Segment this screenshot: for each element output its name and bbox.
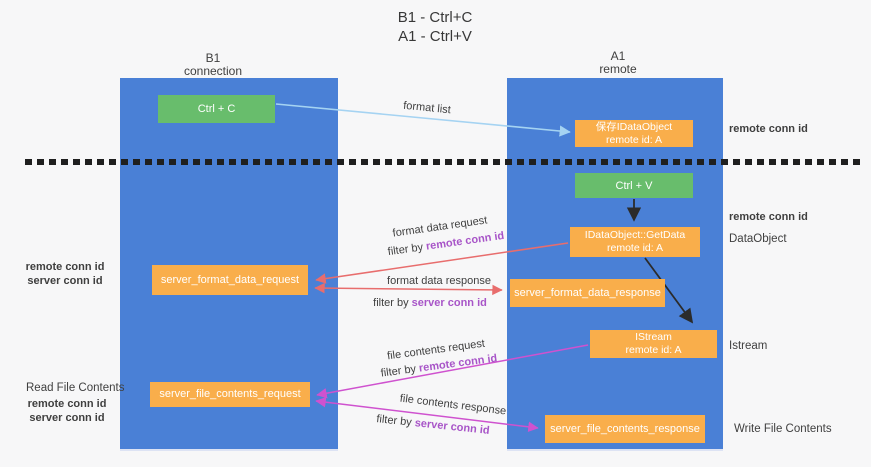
remote-conn-id-text: remote conn id xyxy=(25,261,105,273)
left-conn-id-annotation-bottom: remote conn id server conn id xyxy=(22,397,112,425)
phase-separator-dashed-line xyxy=(25,159,863,165)
save-dataobject-node: 保存IDataObject remote id: A xyxy=(575,120,693,147)
getdata-remote-id: remote id: A xyxy=(606,242,664,254)
server-file-contents-request-node: server_file_contents_request xyxy=(150,382,310,407)
server-format-data-response-label: server_format_data_response xyxy=(514,286,661,299)
dataobject-annotation: DataObject xyxy=(729,233,787,245)
lane-b1-role: connection xyxy=(183,64,243,78)
server-file-contents-response-node: server_file_contents_response xyxy=(545,415,705,443)
read-file-contents-annotation: Read File Contents xyxy=(26,382,125,394)
lane-a1-role: remote xyxy=(599,62,637,76)
remote-conn-id-annotation-mid: remote conn id xyxy=(729,211,808,223)
filter-by-server-conn-id-label-2: filter by server conn id xyxy=(358,411,508,439)
istream-remote-id: remote id: A xyxy=(625,344,682,356)
filter-by-text: filter by xyxy=(380,362,420,380)
lane-a1-name: A1 xyxy=(610,49,626,63)
write-file-contents-annotation: Write File Contents xyxy=(734,423,832,435)
istream-annotation: Istream xyxy=(729,340,768,352)
server-format-data-response-node: server_format_data_response xyxy=(510,279,665,307)
filter-by-server-conn-id-label-1: filter by server conn id xyxy=(355,297,505,309)
server-file-contents-response-label: server_file_contents_response xyxy=(550,422,700,435)
remote-conn-id-annotation-top: remote conn id xyxy=(729,123,808,135)
server-conn-id-text: server conn id xyxy=(414,417,491,437)
getdata-node: IDataObject::GetData remote id: A xyxy=(570,227,700,257)
ctrl-c-label: Ctrl + C xyxy=(197,103,236,115)
server-conn-id-text: server conn id xyxy=(27,275,103,287)
remote-conn-id-text: remote conn id xyxy=(27,398,107,410)
server-conn-id-text: server conn id xyxy=(411,297,487,309)
format-data-response-arrow xyxy=(314,282,503,296)
server-conn-id-text: server conn id xyxy=(29,412,105,424)
lane-header-b1: B1 connection xyxy=(160,52,266,78)
title-line-1: B1 - Ctrl+C xyxy=(397,9,473,26)
ctrl-v-label: Ctrl + V xyxy=(615,179,653,192)
lane-b1-name: B1 xyxy=(205,51,221,65)
getdata-title: IDataObject::GetData xyxy=(584,229,686,241)
server-format-data-request-label: server_format_data_request xyxy=(160,273,300,286)
istream-node: IStream remote id: A xyxy=(590,330,717,358)
save-dataobject-title: 保存IDataObject xyxy=(595,120,673,133)
filter-by-text: filter by xyxy=(373,297,412,309)
save-dataobject-remote-id: remote id: A xyxy=(605,133,663,146)
istream-title: IStream xyxy=(635,331,672,343)
left-conn-id-annotation-mid: remote conn id server conn id xyxy=(20,260,110,288)
diagram-title: B1 - Ctrl+C A1 - Ctrl+V xyxy=(300,8,570,46)
server-format-data-request-node: server_format_data_request xyxy=(152,265,308,295)
lane-header-a1: A1 remote xyxy=(565,50,671,76)
format-data-response-label: format data response xyxy=(387,275,491,287)
ctrl-v-node: Ctrl + V xyxy=(575,173,693,198)
format-list-label: format list xyxy=(402,99,452,117)
filter-by-text: filter by xyxy=(387,240,427,259)
ctrl-c-node: Ctrl + C xyxy=(158,95,275,123)
filter-by-text: filter by xyxy=(375,413,416,430)
title-line-2: A1 - Ctrl+V xyxy=(398,28,472,45)
server-file-contents-request-label: server_file_contents_request xyxy=(159,388,301,400)
